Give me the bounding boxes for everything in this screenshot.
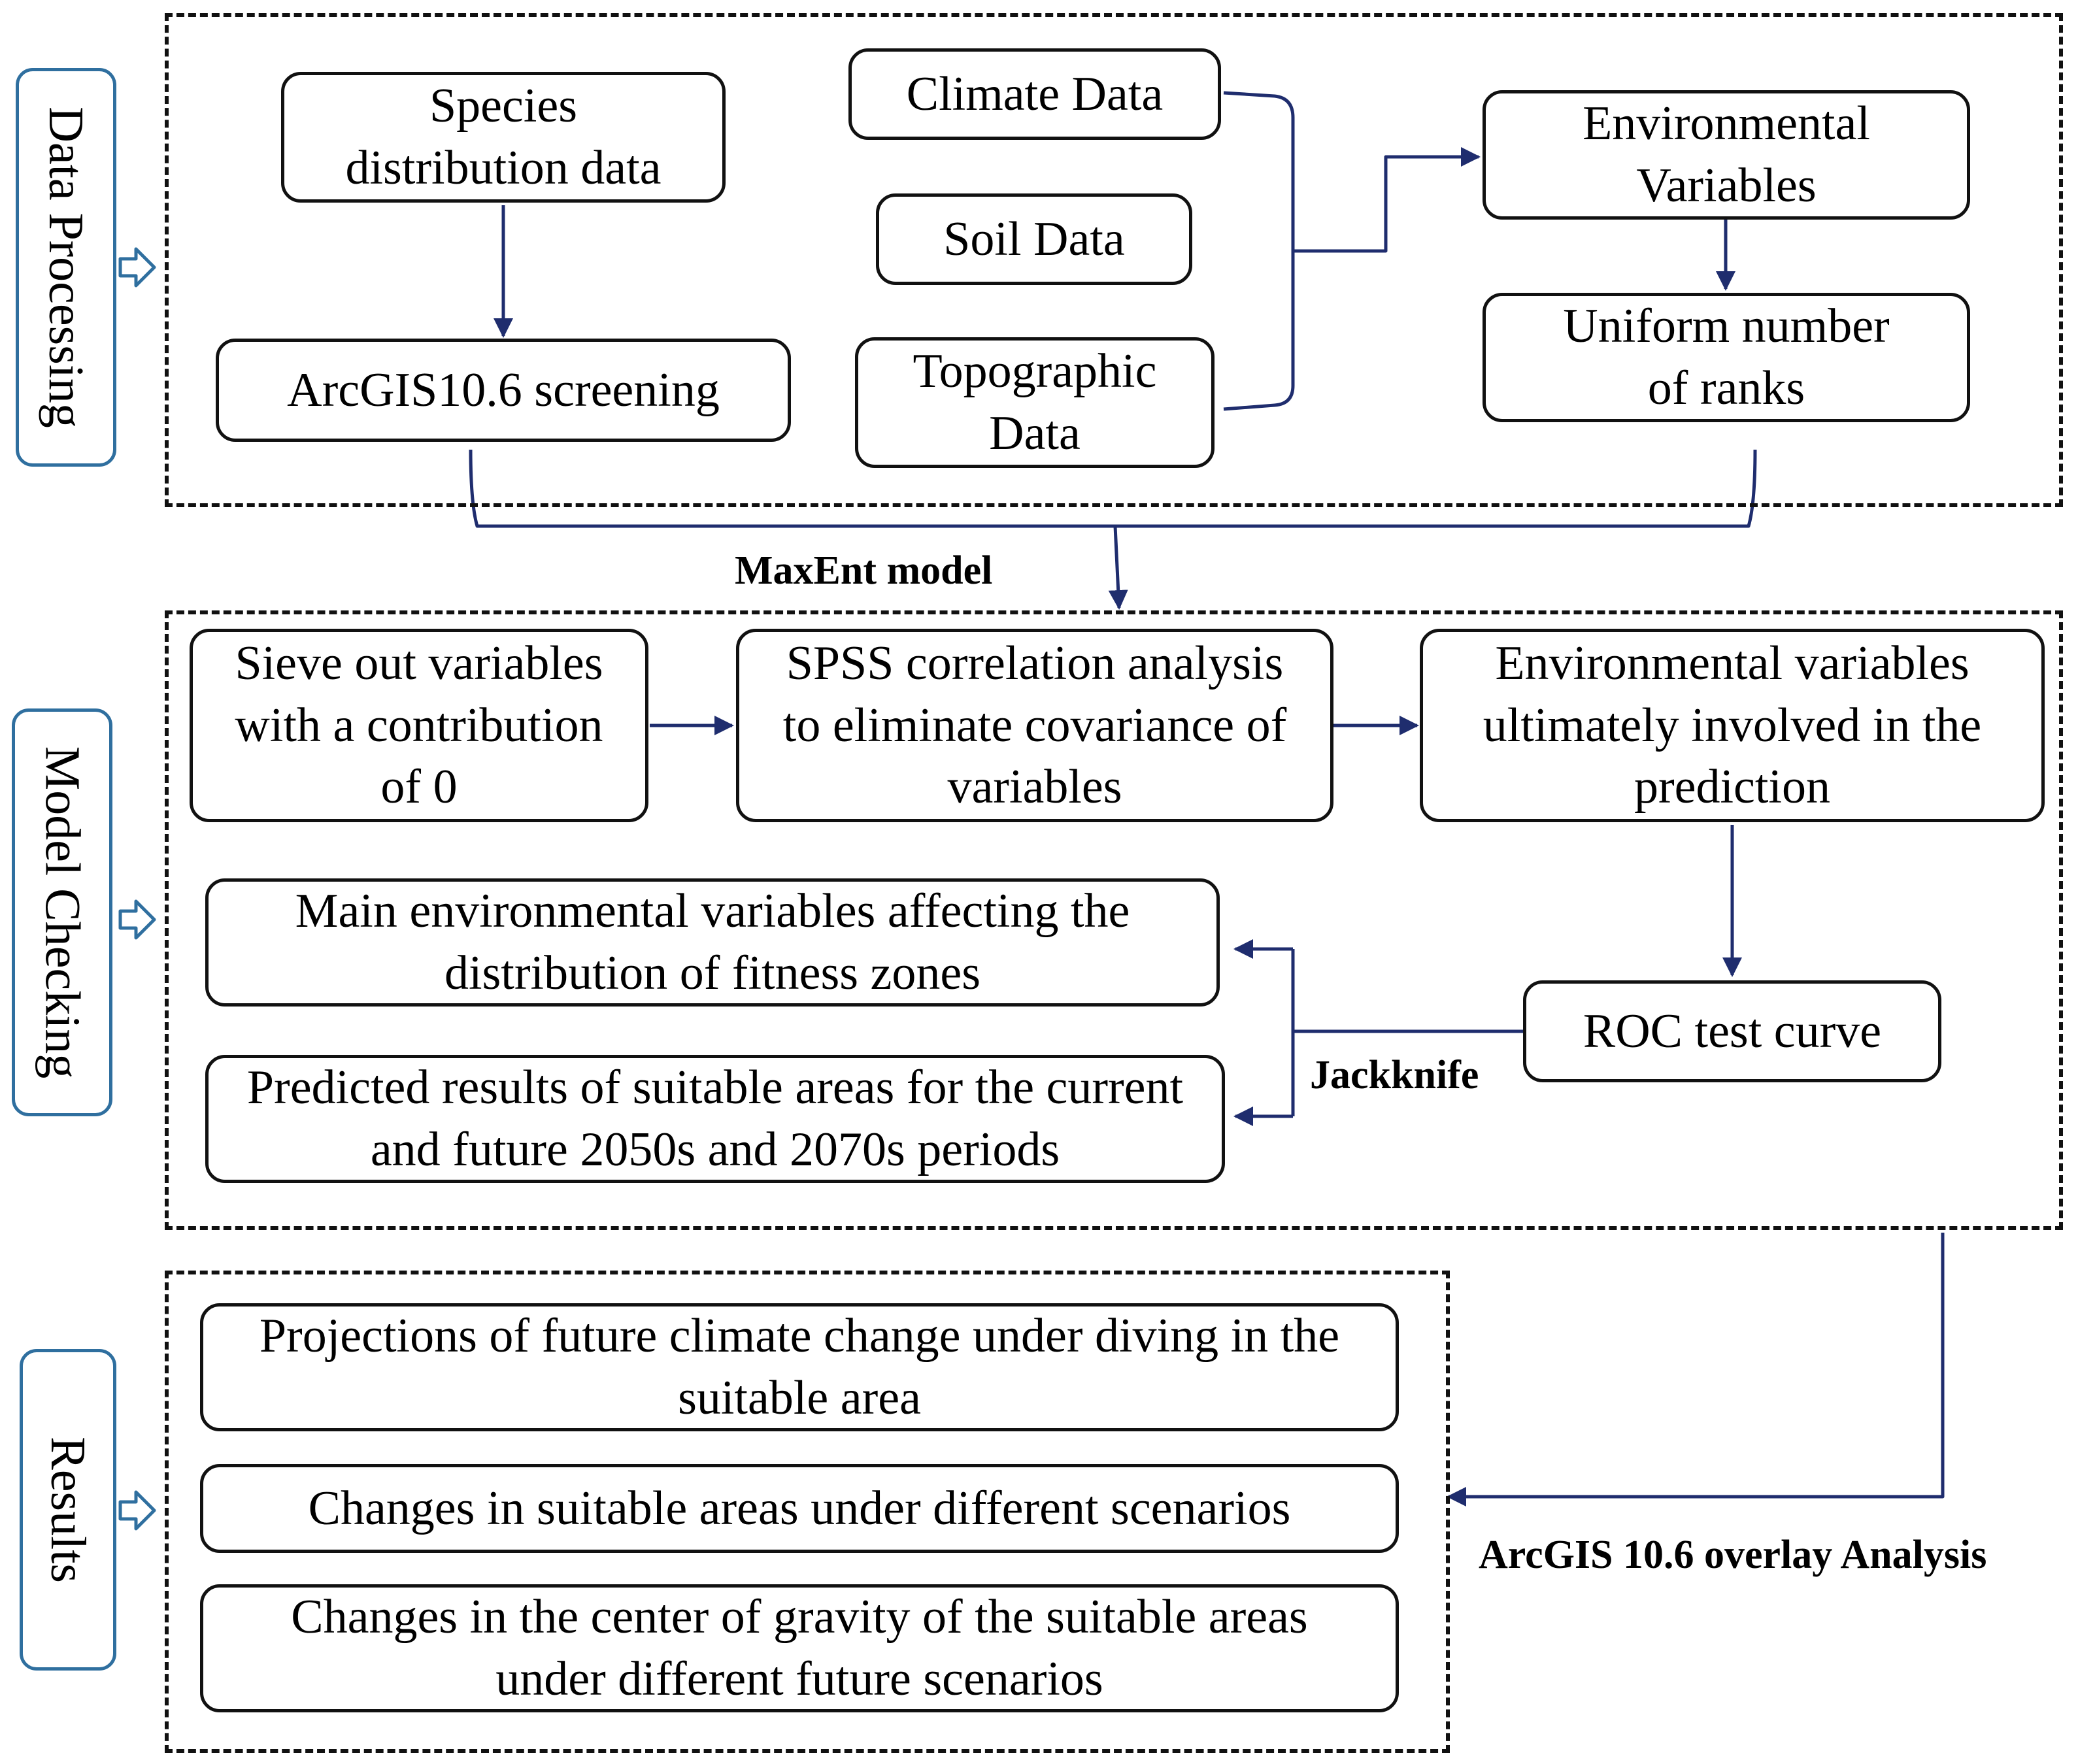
connector-checking-to-results (1447, 1233, 1945, 1506)
node-projections-future-climate: Projections of future climate change und… (200, 1303, 1399, 1431)
node-roc-test-curve: ROC test curve (1523, 980, 1941, 1082)
hollow-right-arrow-icon (118, 1490, 156, 1531)
arcgis-overlay-analysis-label: ArcGIS 10.6 overlay Analysis (1479, 1533, 1987, 1577)
data-processing-section (165, 13, 2063, 507)
connector-bracket-to-environmental (1293, 147, 1481, 253)
connector-maxent-down (1108, 525, 1128, 610)
side-tab-results: Results (20, 1349, 116, 1671)
node-topographic-data: Topographic Data (855, 337, 1215, 468)
side-tab-model-checking-label: Model Checking (35, 746, 90, 1079)
node-changes-suitable-areas: Changes in suitable areas under differen… (200, 1464, 1399, 1553)
side-tab-model-checking: Model Checking (12, 708, 112, 1116)
hollow-right-arrow-icon (118, 899, 156, 940)
node-environmental-variables-final: Environmental variables ultimately invol… (1420, 629, 2045, 822)
results-section (165, 1271, 1450, 1753)
node-climate-data: Climate Data (848, 48, 1221, 140)
node-soil-data: Soil Data (876, 193, 1192, 285)
node-uniform-number-of-ranks: Uniform number of ranks (1483, 293, 1970, 422)
hollow-right-arrow-icon (118, 247, 156, 288)
node-species-distribution-data: Species distribution data (281, 72, 726, 203)
node-spss-correlation: SPSS correlation analysis to eliminate c… (736, 629, 1333, 822)
side-tab-data-processing-label: Data Processing (39, 107, 93, 428)
maxent-model-label: MaxEnt model (735, 548, 993, 593)
node-sieve-out-variables: Sieve out variables with a contribution … (190, 629, 648, 822)
model-checking-section (165, 610, 2063, 1230)
node-arcgis-screening: ArcGIS10.6 screening (216, 339, 791, 442)
side-tab-data-processing: Data Processing (16, 68, 116, 467)
node-environmental-variables: Environmental Variables (1483, 90, 1970, 220)
jackknife-label: Jackknife (1310, 1053, 1479, 1097)
side-tab-results-label: Results (41, 1437, 95, 1583)
connector-processing-to-maxent (469, 449, 1757, 528)
node-predicted-results: Predicted results of suitable areas for … (205, 1055, 1225, 1183)
node-main-environmental-variables: Main environmental variables affecting t… (205, 878, 1220, 1007)
node-changes-center-of-gravity: Changes in the center of gravity of the … (200, 1584, 1399, 1712)
